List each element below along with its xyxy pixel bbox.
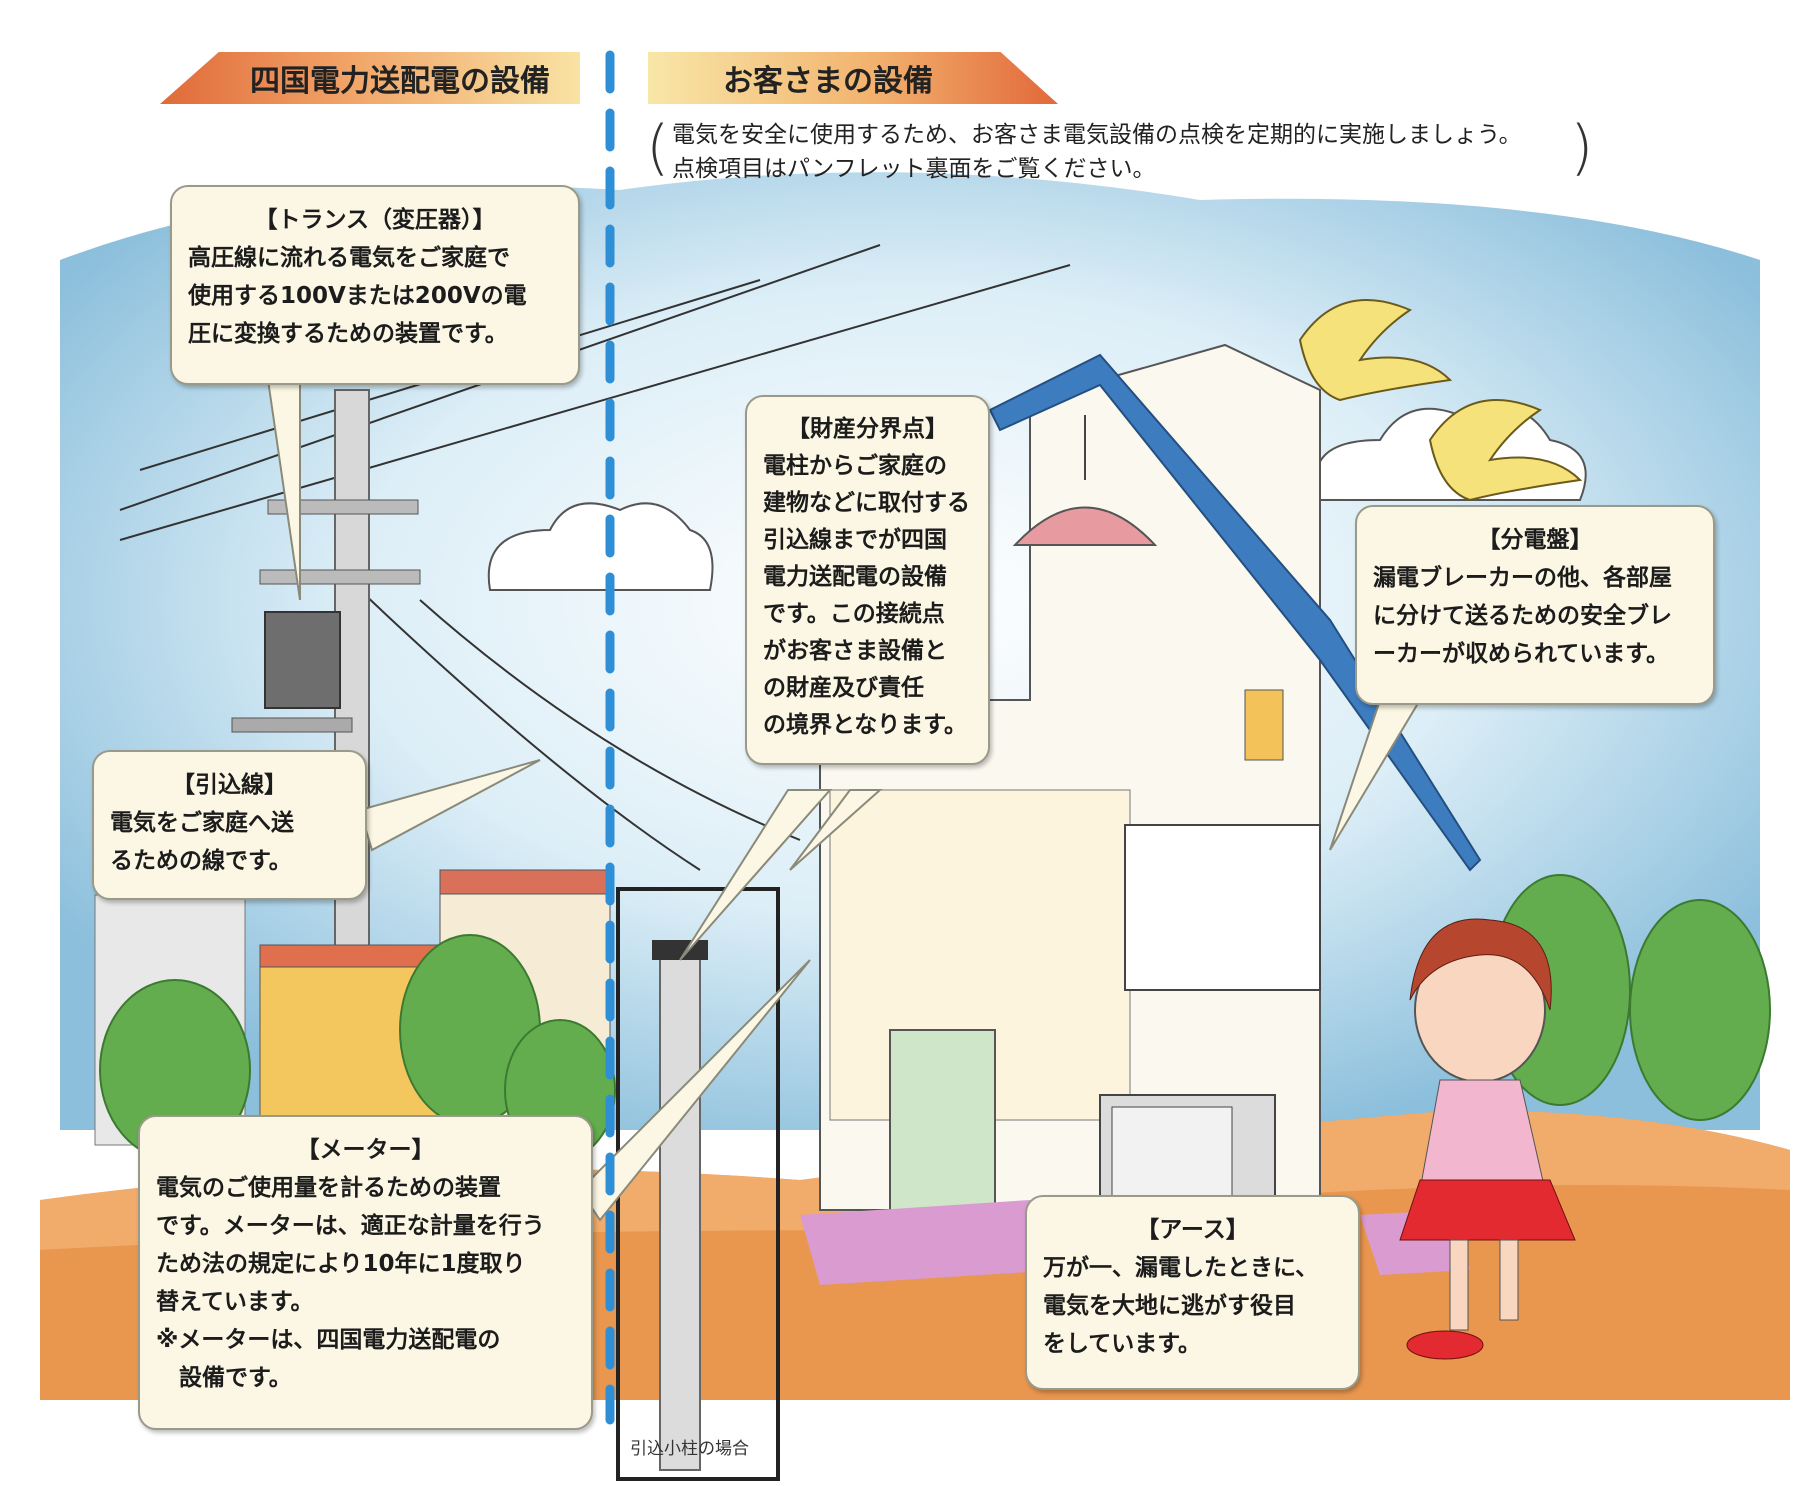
callout-line: 引込線までが四国 [763, 527, 947, 553]
house [800, 343, 1482, 1285]
girl-character [1399, 918, 1576, 1360]
callout-line: ため法の規定により10年に1度取り [156, 1251, 526, 1277]
callout-line: 替えています。 [156, 1289, 314, 1315]
callout-line: に分けて送るための安全ブレ [1373, 603, 1672, 629]
birds [1298, 299, 1583, 502]
callout-line: の境界となります。 [763, 712, 968, 738]
callout-line: 漏電ブレーカーの他、各部屋 [1373, 565, 1672, 591]
callout-line: ーカーが収められています。 [1373, 641, 1670, 667]
callout-line: 建物などに取付する [763, 490, 970, 516]
callout-line: るための線です。 [110, 848, 292, 874]
callout-line: をしています。 [1043, 1331, 1202, 1357]
callout-title: 【分電盤】 [1477, 527, 1593, 553]
callout-line: 電気のご使用量を計るための装置 [156, 1175, 501, 1201]
callout-line: 電気を大地に逃がす役目 [1043, 1293, 1296, 1319]
callout-line: です。この接続点 [763, 601, 945, 627]
callout-title: 【財産分界点】 [787, 416, 948, 442]
callout-line: 圧に変換するための装置です。 [188, 321, 508, 347]
callout-line: ※メーターは、四国電力送配電の [156, 1327, 501, 1353]
callout-property-point: 【財産分界点】 電柱からご家庭の 建物などに取付する 引込線までが四国 電力送配… [745, 395, 990, 765]
callout-title: 【メーター】 [296, 1137, 435, 1163]
callout-earth: 【アース】 万が一、漏電したときに、 電気を大地に逃がす役目 をしています。 [1025, 1195, 1360, 1390]
callout-line: 電力送配電の設備 [763, 564, 947, 590]
callout-line: 電柱からご家庭の [763, 453, 947, 479]
notice-line-2: 点検項目はパンフレット裏面をご覧ください。 [672, 156, 1156, 182]
callout-title: 【引込線】 [172, 772, 287, 798]
callout-line: 設備です。 [156, 1365, 292, 1391]
callout-title: 【トランス（変圧器）】 [254, 207, 496, 233]
notice-text: 電気を安全に使用するため、お客さま電気設備の点検を定期的に実施しましょう。 点検… [672, 118, 1572, 186]
callout-line: です。メーターは、適正な計量を行う [156, 1213, 545, 1239]
callout-line: 万が一、漏電したときに、 [1043, 1255, 1319, 1281]
callout-title: 【アース】 [1136, 1217, 1249, 1243]
utility-equipment-banner-label: 四国電力送配電の設備 [250, 64, 550, 99]
utility-equipment-banner: 四国電力送配電の設備 [160, 52, 580, 104]
notice-line-1: 電気を安全に使用するため、お客さま電気設備の点検を定期的に実施しましょう。 [672, 122, 1522, 148]
customer-equipment-banner: お客さまの設備 [648, 52, 1058, 104]
callout-meter: 【メーター】 電気のご使用量を計るための装置 です。メーターは、適正な計量を行う… [138, 1115, 593, 1430]
callout-line: 使用する100Vまたは200Vの電 [188, 283, 527, 309]
callout-transformer: 【トランス（変圧器）】 高圧線に流れる電気をご家庭で 使用する100Vまたは20… [170, 185, 580, 385]
callout-line: の財産及び責任 [763, 675, 924, 701]
small-pole-caption: 引込小柱の場合 [630, 1439, 749, 1459]
callout-distribution-board: 【分電盤】 漏電ブレーカーの他、各部屋 に分けて送るための安全ブレ ーカーが収め… [1355, 505, 1715, 705]
callout-line: がお客さま設備と [763, 638, 947, 664]
customer-equipment-banner-label: お客さまの設備 [723, 64, 933, 99]
notice-open-paren: ( [646, 113, 670, 183]
notice-close-paren: ) [1570, 113, 1594, 183]
callout-line: 高圧線に流れる電気をご家庭で [188, 245, 510, 271]
callout-line: 電気をご家庭へ送 [110, 810, 294, 836]
callout-service-line: 【引込線】 電気をご家庭へ送 るための線です。 [92, 750, 367, 900]
